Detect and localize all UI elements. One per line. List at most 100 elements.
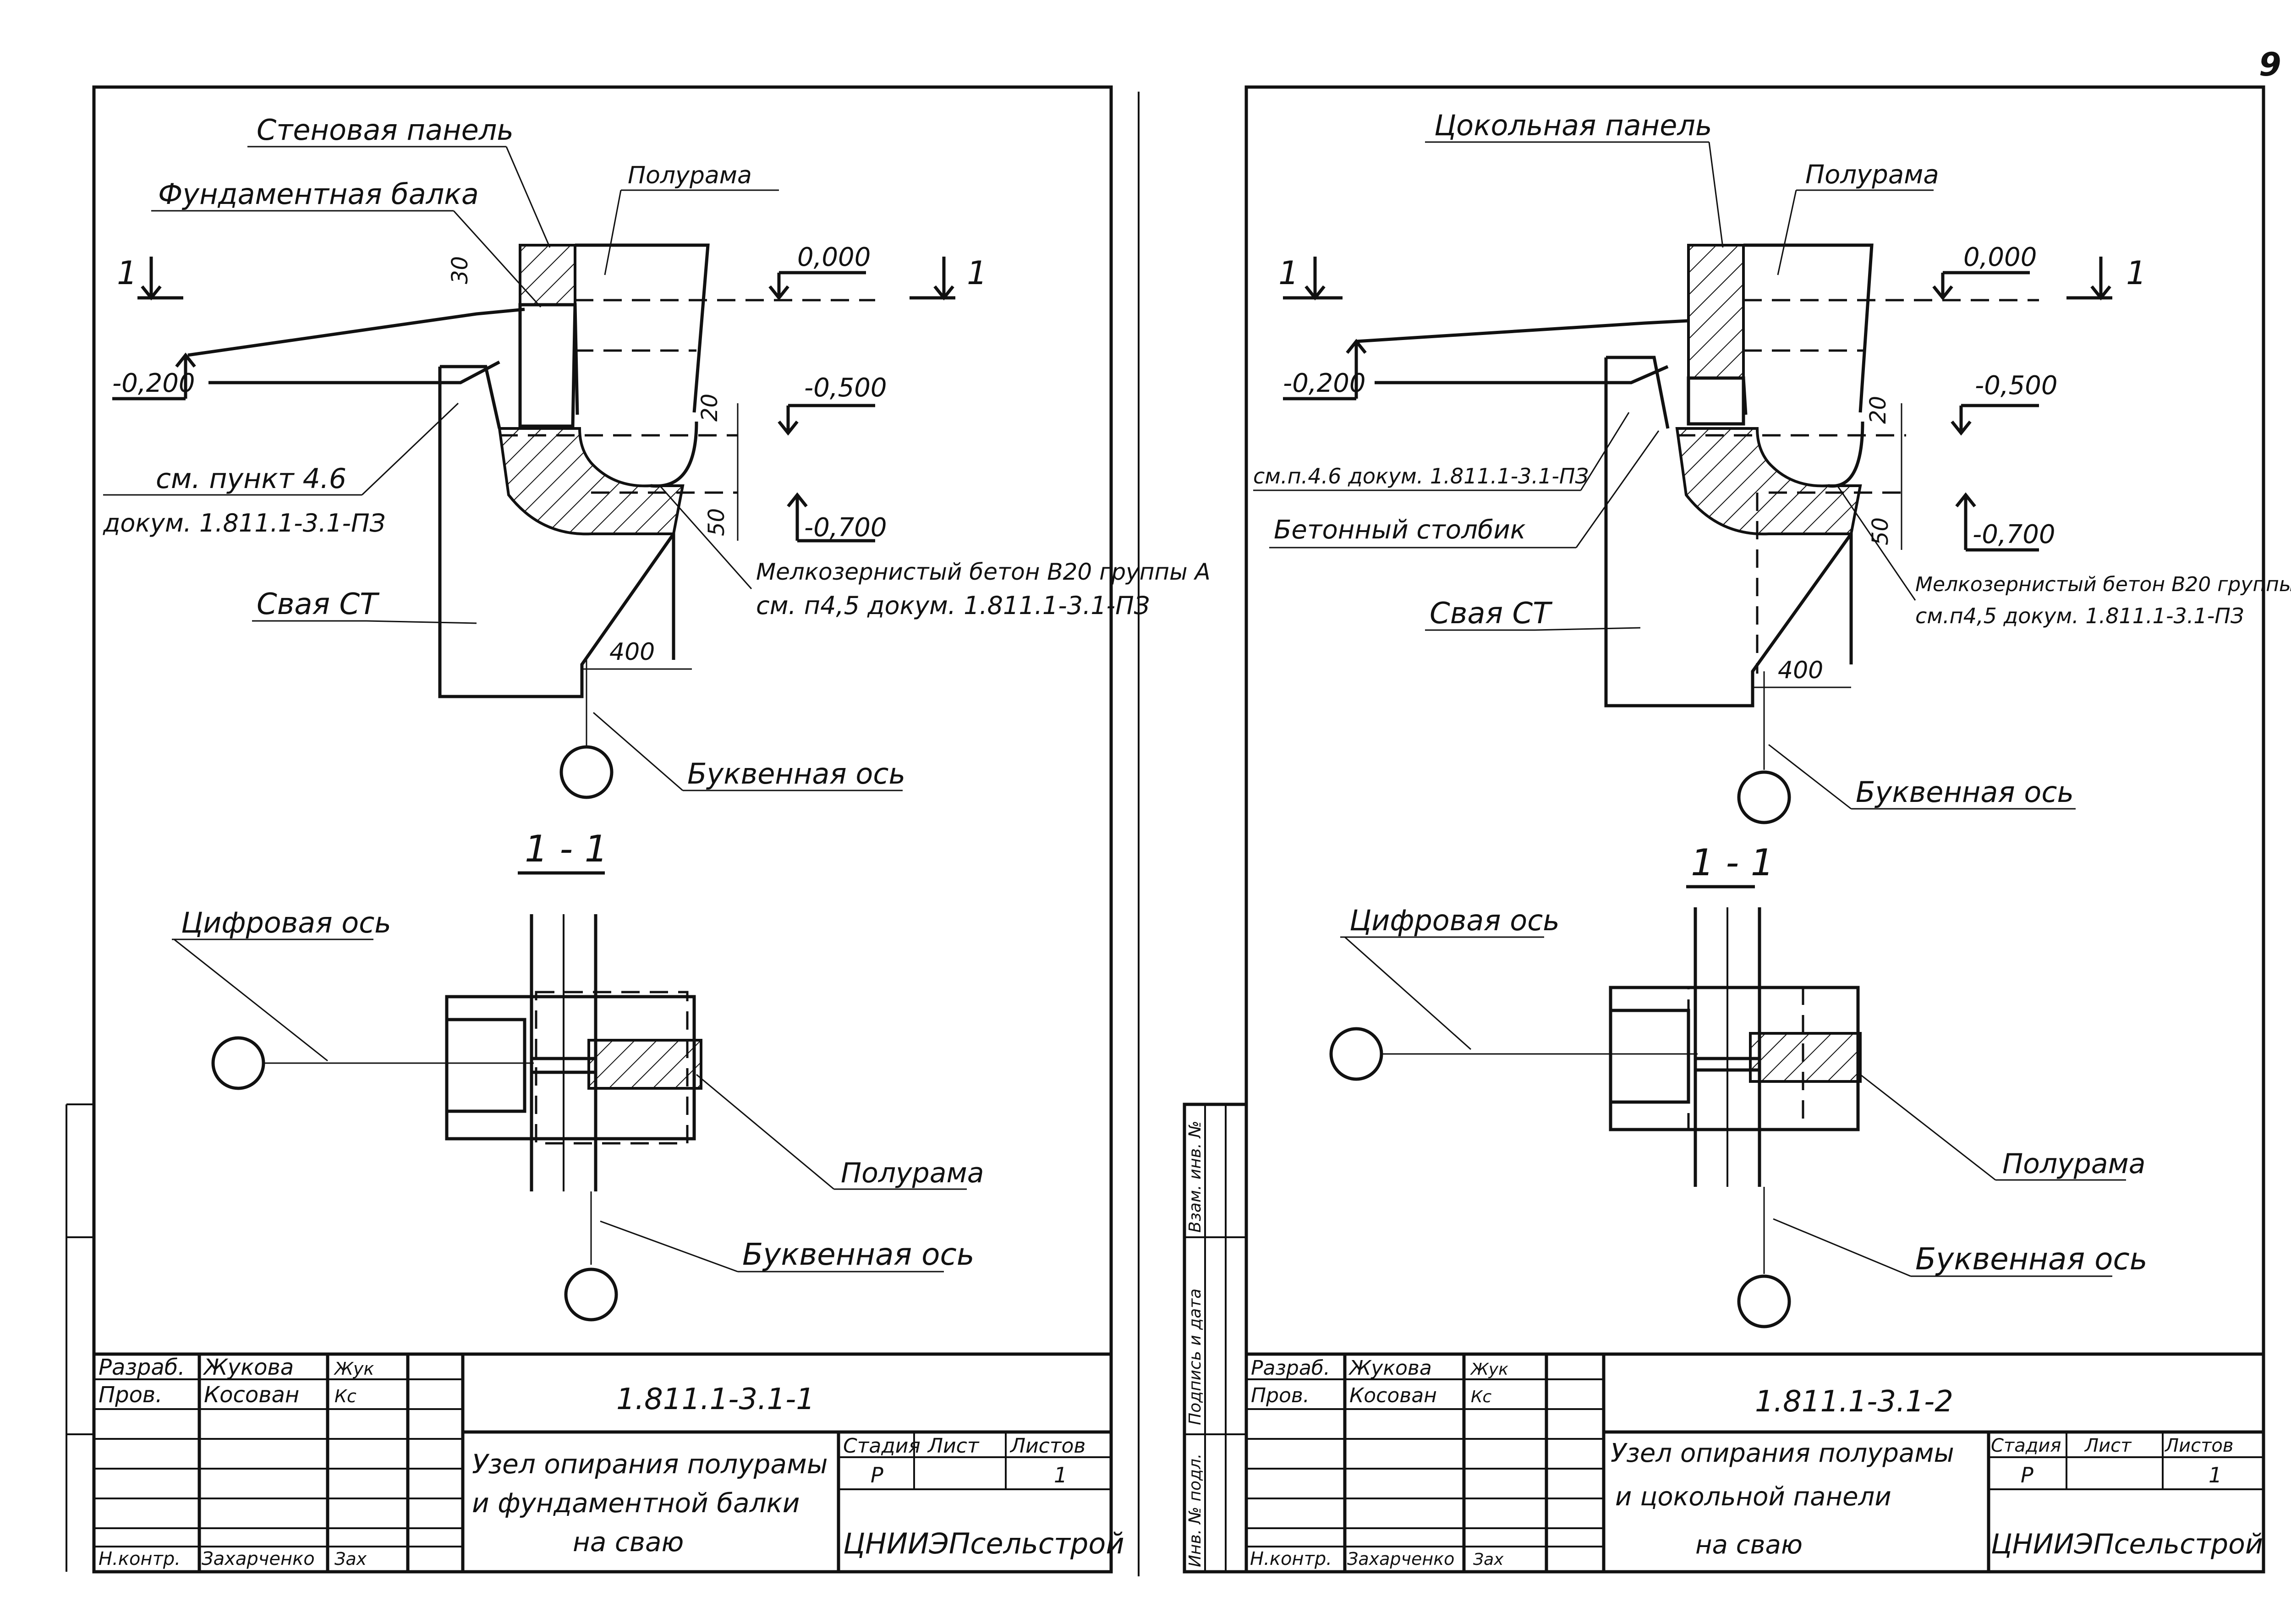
sheet-2-stamp-stage-h: Стадия — [1991, 1435, 2061, 1456]
sheet-2-side-inv: Инв. № подл. — [1186, 1454, 1205, 1567]
sheet-2-stamp-norm-name: Захарченко — [1347, 1549, 1454, 1569]
sheet-2-section-view: 400 0,000 -0,200 -0,500 -0,700 20 50 1 1 — [1278, 242, 2147, 824]
sheet-1-stamp-row2-role: Пров. — [99, 1382, 162, 1408]
sheet-2-dim-50: 50 — [1868, 517, 1893, 545]
sheet-1-dim-30: 30 — [447, 256, 473, 284]
sheet-1-stamp-sheet-h: Лист — [927, 1434, 980, 1458]
sheet-1-stamp-sheets-h: Листов — [1009, 1434, 1085, 1458]
sheet-1-dim-20: 20 — [697, 394, 723, 422]
sheet-2-elev-0: 0,000 — [1963, 242, 2037, 272]
sheet-2-label-digital-axis: Цифровая ось — [1349, 904, 1560, 937]
sheet-2-stamp-row2-role: Пров. — [1251, 1384, 1310, 1407]
sheet-2-plan-half-frame — [1749, 1032, 1862, 1083]
sheet-1-stamp-title2: и фундаментной балки — [472, 1487, 800, 1519]
sheet-1-label-pile: Свая СТ — [257, 587, 380, 621]
sheet-2-stamp-title1: Узел опирания полурамы — [1611, 1438, 1954, 1468]
sheet-1-label-concrete-2: см. п4,5 докум. 1.811.1-3.1-ПЗ — [756, 591, 1150, 620]
sheet-2-cut-mark-right: 1 — [2126, 254, 2147, 292]
sheet-2-plinth-panel — [1687, 244, 1745, 379]
sheet-2-label-letter-axis-plan: Буквенная ось — [1915, 1241, 2148, 1277]
sheet-2-label-pile: Свая СТ — [1430, 597, 1553, 631]
sheet-2-stamp-row1-role: Разраб. — [1251, 1356, 1330, 1380]
sheet-1-stamp-norm-name: Захарченко — [202, 1548, 315, 1569]
sheet-2-label-see-note: см.п.4.6 докум. 1.811.1-3.1-ПЗ — [1253, 464, 1589, 488]
sheet-1-label-half-frame-top: Полурама — [628, 162, 752, 189]
sheet-1-plan-view: 1 - 1 — [211, 828, 702, 1322]
sheet-1-stamp-stage-h: Стадия — [843, 1434, 921, 1458]
sheet-1-stamp-code: 1.811.1-3.1-1 — [616, 1383, 815, 1416]
sheet-1-label-panel: Стеновая панель — [257, 113, 514, 147]
sheet-1-letter-axis-circle — [559, 745, 614, 799]
sheet-1-label-beam: Фундаментная балка — [158, 177, 479, 211]
sheet-2-label-panel: Цокольная панель — [1434, 109, 1712, 142]
sheet-1-stamp-title3: на сваю — [573, 1526, 684, 1558]
sheet-1-label-concrete-1: Мелкозернистый бетон В20 группы А — [756, 559, 1211, 585]
sheet-2-stamp-row2-name: Косован — [1349, 1384, 1437, 1407]
sheet-1-stamp-row1-sig: Жук — [334, 1359, 374, 1379]
sheet-1-label-half-frame-plan: Полурама — [841, 1157, 984, 1189]
sheet-1-plan-half-frame — [587, 1039, 702, 1090]
sheet-1-elev-m05: -0,500 — [804, 373, 887, 403]
sheet-2-section-title: 1 - 1 — [1691, 841, 1774, 884]
sheet-1-stamp-row2-name: Косован — [204, 1382, 299, 1408]
sheet-1-stamp-norm-role: Н.контр. — [99, 1548, 181, 1569]
sheet-2-stamp-stage-v: Р — [2021, 1463, 2033, 1487]
sheet-2-stamp-title2: и цокольной панели — [1615, 1482, 1891, 1512]
sheet-2-pile — [1604, 357, 1853, 708]
sheet-2-stamp-row2-sig: Кс — [1471, 1388, 1492, 1406]
sheet-2-plan-letter-axis-circle — [1737, 1274, 1791, 1328]
sheet-2-elev-m02: -0,200 — [1283, 368, 1366, 398]
sheet-2-elev-m07: -0,700 — [1973, 520, 2055, 549]
sheet-2-label-concrete-1: Мелкозернистый бетон В20 группы А — [1915, 573, 2291, 596]
sheet-1-concrete-pocket — [498, 427, 685, 536]
sheet-2-stamp-title3: на сваю — [1695, 1530, 1803, 1560]
sheet-1-plan-letter-axis-circle — [564, 1267, 618, 1322]
sheet-2-title-block: Разраб. Жукова Жук Пров. Косован Кс Н.ко… — [1246, 1352, 2264, 1572]
sheet-1-digital-axis-circle — [211, 1036, 265, 1090]
sheet-2-dim-20: 20 — [1865, 396, 1891, 424]
sheet-1-dim-400: 400 — [609, 638, 655, 666]
sheet-2-stamp-sheets-v: 1 — [2209, 1463, 2222, 1487]
page-number: 9 — [2259, 46, 2281, 83]
sheet-1-stamp-row1-role: Разраб. — [99, 1355, 185, 1380]
sheet-1-dim-50: 50 — [704, 508, 729, 536]
sheet-2-side-stamp: Инв. № подл. Подпись и дата Взам. инв. № — [1183, 1103, 1248, 1574]
sheet-1-cut-mark-right: 1 — [967, 254, 987, 292]
sheet-2-stamp-sheet-h: Лист — [2084, 1435, 2132, 1456]
sheet-1-foundation-beam — [518, 303, 577, 428]
sheet-2-dim-400: 400 — [1778, 657, 1823, 684]
sheet-2: Инв. № подл. Подпись и дата Взам. инв. № — [1183, 85, 2291, 1574]
sheet-2-label-half-frame-plan: Полурама — [2002, 1148, 2146, 1180]
sheet-1-title-block: Разраб. Жукова Жук Пров. Косован Кс Н.ко… — [94, 1352, 1124, 1572]
sheet-2-side-sign: Подпись и дата — [1186, 1289, 1205, 1425]
sheet-2-side-replace: Взам. инв. № — [1186, 1121, 1205, 1233]
sheet-2-stamp-norm-role: Н.контр. — [1250, 1548, 1332, 1569]
sheet-2-concrete-pocket — [1675, 427, 1862, 536]
sheet-1-elev-0: 0,000 — [797, 242, 871, 272]
sheet-2-stamp-code: 1.811.1-3.1-2 — [1755, 1385, 1953, 1419]
sheet-1-label-see-note-2: докум. 1.811.1-3.1-ПЗ — [103, 509, 385, 538]
sheet-1-elev-m02: -0,200 — [112, 368, 195, 398]
sheet-1: 400 0,000 -0,200 -0,500 -0,700 30 20 50 … — [66, 85, 1211, 1574]
sheet-1-stamp-stage-v: Р — [871, 1463, 883, 1487]
sheet-2-cut-mark-left: 1 — [1278, 254, 1299, 292]
sheet-2-label-concrete-2: см.п4,5 докум. 1.811.1-3.1-ПЗ — [1915, 604, 2244, 628]
sheet-1-section-title: 1 - 1 — [525, 828, 608, 870]
sheet-1-pile — [438, 367, 675, 698]
sheet-2-label-letter-axis: Буквенная ось — [1856, 775, 2074, 809]
sheet-1-stamp-org: ЦНИИЭПсельстрой — [843, 1527, 1124, 1560]
sheet-1-label-digital-axis: Цифровая ось — [181, 906, 391, 939]
sheet-1-stamp-row2-sig: Кс — [334, 1386, 356, 1406]
sheet-2-frame — [1244, 85, 2265, 1574]
sheet-2-label-column: Бетонный столбик — [1274, 515, 1526, 545]
sheet-1-wall-panel — [519, 244, 576, 306]
sheet-2-elev-m05: -0,500 — [1975, 371, 2058, 401]
sheet-1-stamp-title1: Узел опирания полурамы — [472, 1448, 828, 1480]
sheet-2-stamp-row1-name: Жукова — [1348, 1356, 1432, 1380]
sheet-2-stamp-row1-sig: Жук — [1470, 1360, 1508, 1379]
sheet-1-cut-mark-left: 1 — [117, 254, 137, 292]
sheet-1-frame — [92, 85, 1113, 1574]
sheet-2-plan-view: 1 - 1 — [1329, 841, 1862, 1328]
sheet-2-stamp-sheets-h: Листов — [2164, 1435, 2233, 1456]
